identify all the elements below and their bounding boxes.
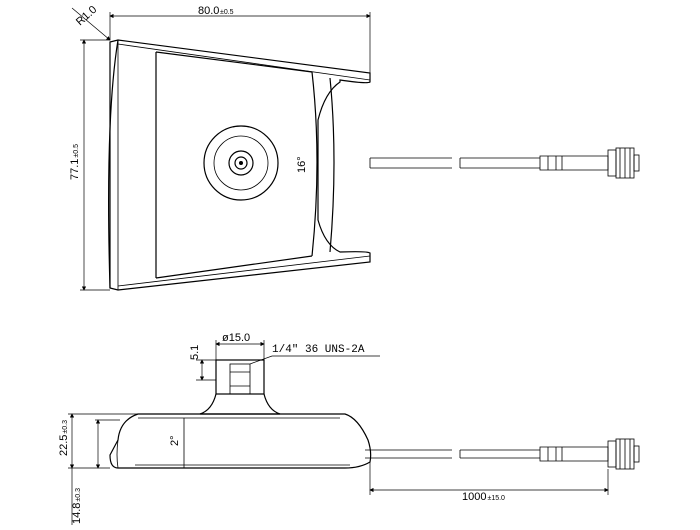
angle-top-label: 16° [296,156,308,173]
bottom-label: 14.8±0.3 [71,488,83,524]
side-cable-2 [459,449,540,459]
stud-neck [199,393,281,415]
cable-length-label: 1000±15.0 [462,491,505,503]
height-label: 77.1±0.5 [69,144,81,180]
base-left-inner [116,439,119,469]
top-band-right [329,77,335,253]
cable-segment-2 [459,157,540,169]
top-inner-top-line [155,51,313,73]
connector-pin [239,161,243,165]
thread-label: 1/4" 36 UNS-2A [272,344,365,356]
bottom-edge-line [117,255,371,287]
width-extension-lines [109,12,371,73]
side-view: ø15.0 5.1 1/4" 36 UNS-2A 22.5±0.3 14.8±0… [58,332,640,525]
stud-height-label: 5.1 [189,345,201,360]
stud-body [215,359,265,395]
top-inner-bottom-line [155,255,313,279]
connector-outer-ring [203,125,279,201]
sma-connector-top [539,147,640,179]
connector-pin-ring [234,156,248,170]
top-edge-line [117,43,371,81]
connector-mid-ring [213,135,269,191]
width-value: 80.0 [198,5,219,17]
height-extension-lines [80,39,110,291]
connector-inner-ring [228,150,254,176]
width-tol: ±0.5 [220,9,234,16]
stud-thread [229,363,251,395]
side-cable-1 [365,449,452,459]
base-height-extension [68,413,138,469]
radius-leader [71,7,111,41]
stud-height-extension [196,359,216,381]
radius-label: R1.0 [74,4,99,28]
stud-dia-label: ø15.0 [222,332,250,344]
top-band-left [311,71,318,257]
thread-leader [249,355,380,365]
top-body-outline [109,39,371,291]
side-angle-label: 2° [169,435,181,446]
sma-connector-side [539,438,640,470]
base-outline [109,413,372,469]
base-height-label: 22.5±0.3 [58,420,70,456]
top-view: 80.0 ±0.5 77.1±0.5 R1.0 16° [69,4,640,291]
top-left-curve [108,39,119,289]
cable-segment-1 [369,157,452,169]
stud-thread-lines [230,371,250,387]
